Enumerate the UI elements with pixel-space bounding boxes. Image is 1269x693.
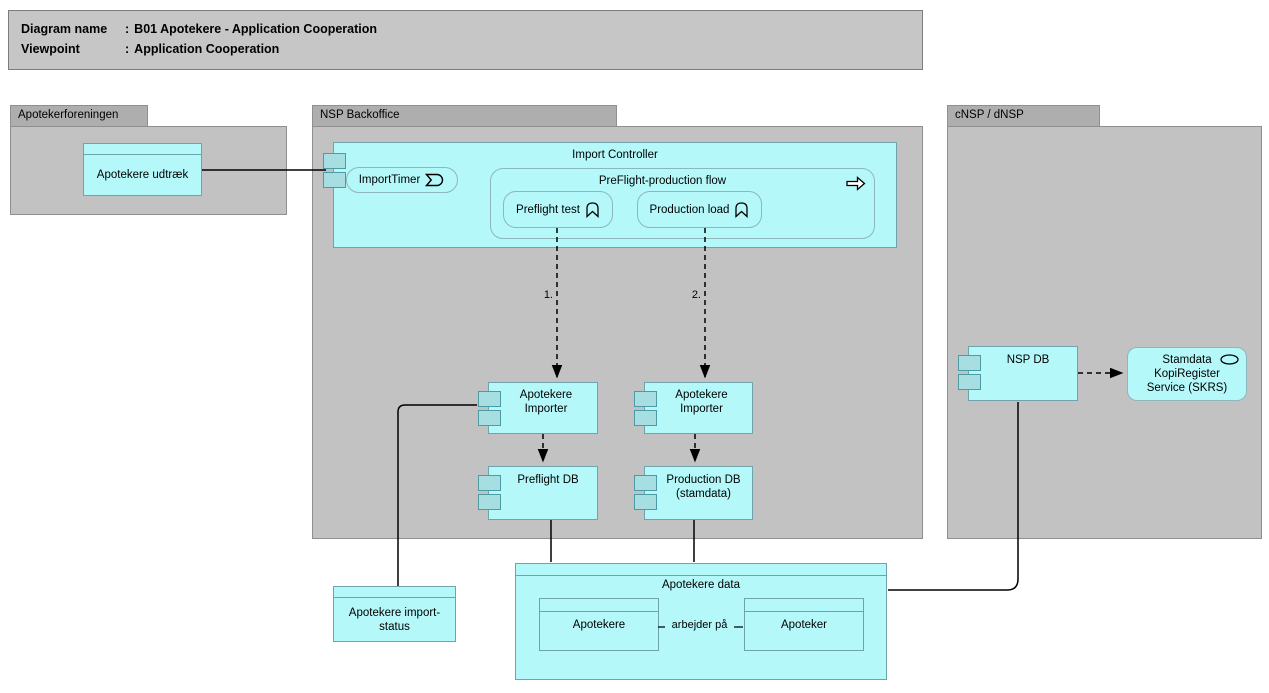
node-apotekere-import-status: Apotekere import-status	[333, 586, 456, 642]
edge-label-step-1: 1.	[543, 289, 553, 301]
separator: :	[125, 22, 130, 36]
component-tab-icon	[478, 410, 501, 426]
function-icon	[735, 202, 749, 218]
node-preflight-db: Preflight DB	[478, 466, 598, 520]
diagram-name-label: Diagram name	[21, 22, 108, 36]
component-tab-icon	[634, 410, 657, 426]
viewpoint-value: Application Cooperation	[134, 42, 280, 56]
data-object-band	[745, 599, 863, 612]
component-tab-icon	[323, 153, 346, 169]
event-icon	[425, 173, 444, 187]
component-tab-icon	[478, 391, 501, 407]
diagram-title-box: Diagram name: B01 Apotekere - Application…	[8, 10, 923, 70]
node-production-load: Production load	[637, 191, 762, 228]
node-label: Apotekere Importer	[675, 389, 728, 415]
data-object-band	[516, 564, 886, 576]
node-apotekere-udtraek: Apotekere udtræk	[83, 143, 202, 196]
component-tab-icon	[634, 475, 657, 491]
component-tab-icon	[478, 494, 501, 510]
node-apotekere-importer-1: Apotekere Importer	[478, 382, 598, 434]
node-label: Production load	[649, 203, 730, 216]
node-label: Preflight test	[516, 203, 580, 216]
data-object-band	[334, 587, 455, 598]
node-label: PreFlight-production flow	[598, 175, 727, 187]
data-object-band	[84, 144, 201, 155]
node-label: Import Controller	[572, 149, 658, 161]
node-apotekere-object: Apotekere	[539, 598, 659, 651]
node-label: Stamdata KopiRegister Service (SKRS)	[1146, 354, 1228, 394]
node-import-timer: ImportTimer	[346, 167, 458, 193]
node-label: Apoteker	[780, 619, 828, 631]
node-label: Preflight DB	[517, 474, 579, 486]
node-production-db: Production DB (stamdata)	[634, 466, 753, 520]
node-apoteker-object: Apoteker	[744, 598, 864, 651]
node-label: Apotekere Importer	[519, 389, 573, 415]
component-tab-icon	[323, 172, 346, 188]
edge-label-arbejder-paa: arbejder på	[671, 619, 728, 631]
component-tab-icon	[478, 475, 501, 491]
service-icon	[1220, 354, 1239, 365]
group-tab-apotekerforeningen: Apotekerforeningen	[10, 105, 148, 126]
node-label: Apotekere	[572, 619, 626, 631]
node-preflight-test: Preflight test	[503, 191, 613, 228]
node-apotekere-data: Apotekere data Apotekere Apoteker	[515, 563, 887, 680]
diagram-name-value: B01 Apotekere - Application Cooperation	[134, 22, 378, 36]
component-tab-icon	[634, 391, 657, 407]
diagram-name-row: Diagram name: B01 Apotekere - Application…	[21, 19, 910, 39]
node-label: Apotekere import-status	[348, 606, 441, 633]
data-object-band	[540, 599, 658, 612]
component-tab-icon	[958, 355, 981, 371]
separator: :	[125, 42, 130, 56]
component-tab-icon	[634, 494, 657, 510]
node-skrs: Stamdata KopiRegister Service (SKRS)	[1127, 347, 1247, 401]
component-tab-icon	[958, 374, 981, 390]
node-label: Apotekere udtræk	[96, 169, 189, 181]
node-label: NSP DB	[1006, 354, 1050, 366]
node-apotekere-importer-2: Apotekere Importer	[634, 382, 753, 434]
group-tab-nsp-backoffice: NSP Backoffice	[312, 105, 617, 126]
process-arrow-icon	[846, 176, 866, 191]
node-label: Apotekere data	[661, 579, 740, 591]
edge-label-step-2: 2.	[691, 289, 701, 301]
node-label: Production DB (stamdata)	[666, 474, 741, 500]
group-body-cnsp-dnsp	[947, 126, 1262, 539]
function-icon	[586, 202, 599, 218]
group-tab-cnsp-dnsp: cNSP / dNSP	[947, 105, 1100, 126]
viewpoint-label: Viewpoint	[21, 42, 80, 56]
node-label: ImportTimer	[358, 174, 421, 186]
node-nsp-db: NSP DB	[958, 346, 1078, 401]
viewpoint-row: Viewpoint: Application Cooperation	[21, 39, 910, 59]
